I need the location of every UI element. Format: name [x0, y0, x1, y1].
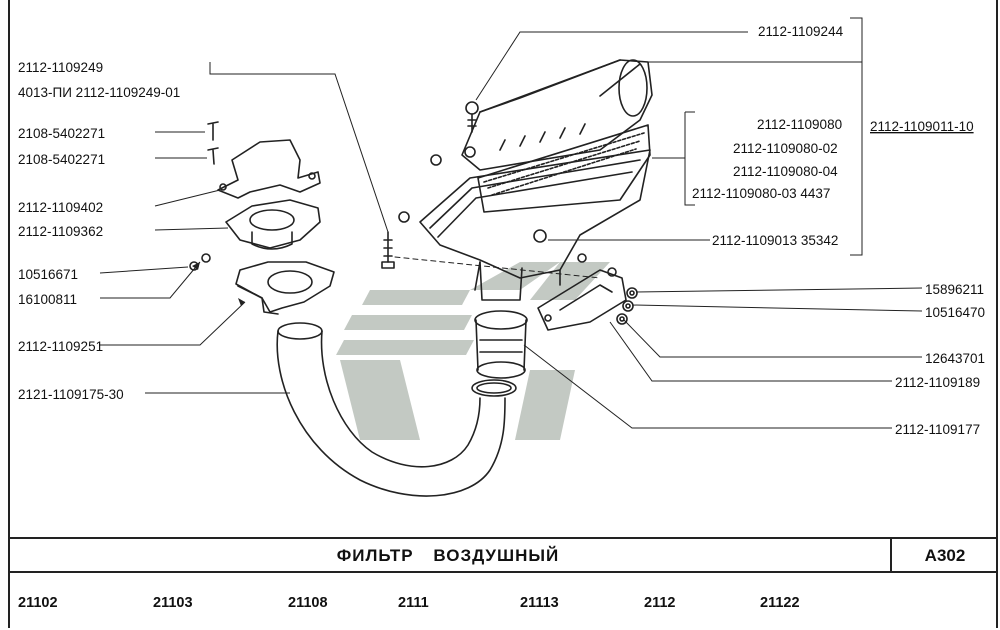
label-2112-1109177: 2112-1109177 — [895, 422, 980, 437]
label-12643701: 12643701 — [925, 351, 985, 366]
sheet-code: A302 — [890, 539, 998, 571]
flange-gasket — [225, 199, 321, 250]
air-hose — [276, 322, 506, 497]
filter-housing — [398, 149, 651, 291]
left-screws — [207, 121, 219, 165]
label-2108-5402271-a: 2108-5402271 — [18, 126, 105, 141]
intake-neck — [474, 261, 528, 379]
sheet-frame — [8, 0, 998, 628]
label-2112-1109249: 2112-1109249 — [18, 60, 103, 75]
leader-arrows — [192, 262, 245, 306]
label-2112-1109080-03: 2112-1109080-03 4437 — [692, 186, 830, 201]
side-bracket — [537, 267, 627, 331]
label-10516671: 10516671 — [18, 267, 78, 282]
model-item: 21108 — [288, 595, 328, 611]
title-row: ФИЛЬТР ВОЗДУШНЫЙ A302 — [8, 537, 998, 573]
label-2121-1109175-30: 2121-1109175-30 — [18, 387, 124, 402]
leader-lines — [99, 17, 923, 429]
label-2112-1109244: 2112-1109244 — [758, 24, 844, 39]
label-2112-1109080-04: 2112-1109080-04 — [733, 164, 838, 179]
flange-bracket — [235, 261, 335, 315]
watermark-logo — [336, 262, 610, 440]
model-item: 21102 — [18, 595, 58, 611]
right-fasteners — [616, 287, 638, 325]
heat-shield — [217, 139, 321, 199]
housing-bolt — [381, 231, 395, 269]
exploded-diagram: 2112-1109244 2112-1109249 4013-ПИ 2112-1… — [18, 17, 985, 497]
label-2112-1109080: 2112-1109080 — [757, 117, 842, 132]
label-2112-1109013: 2112-1109013 35342 — [712, 233, 838, 248]
sheet-title: ФИЛЬТР ВОЗДУШНЫЙ — [336, 546, 560, 565]
label-2108-5402271-b: 2108-5402271 — [18, 152, 105, 167]
part-labels: 2112-1109244 2112-1109249 4013-ПИ 2112-1… — [18, 24, 985, 437]
model-item: 21122 — [760, 595, 800, 611]
label-2112-1109011-10: 2112-1109011-10 — [870, 119, 974, 134]
model-item: 2111 — [398, 595, 429, 611]
label-2112-1109251: 2112-1109251 — [18, 339, 103, 354]
label-2112-1109249-01: 4013-ПИ 2112-1109249-01 — [18, 85, 180, 100]
label-10516470: 10516470 — [925, 305, 985, 320]
label-2112-1109402: 2112-1109402 — [18, 200, 103, 215]
model-item: 2112 — [644, 595, 676, 611]
model-item: 21113 — [520, 595, 559, 611]
filter-cover — [430, 59, 653, 171]
model-list: 21102 21103 21108 2111 21113 2112 21122 — [8, 573, 998, 628]
filter-element — [477, 124, 651, 213]
assembly-guide — [394, 256, 601, 279]
cover-screw — [465, 101, 479, 133]
model-item: 21103 — [153, 595, 193, 611]
label-2112-1109189: 2112-1109189 — [895, 375, 980, 390]
label-2112-1109080-02: 2112-1109080-02 — [733, 141, 838, 156]
label-2112-1109362: 2112-1109362 — [18, 224, 103, 239]
clamp-ring — [471, 379, 517, 397]
label-16100811: 16100811 — [18, 292, 77, 307]
label-15896211: 15896211 — [925, 282, 984, 297]
